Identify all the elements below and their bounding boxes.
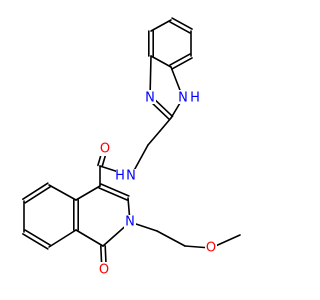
- atom-label-methoxy-o: O: [206, 241, 216, 256]
- bond-q8-r8a: [48, 229, 77, 248]
- atom-label-layer: N N H N H O N O O: [98, 90, 217, 278]
- atom-label-n-imine: N: [145, 91, 155, 106]
- molecule-structure-diagram: N N H N H O N O O: [22, 17, 241, 278]
- bond-b4-b5: [150, 55, 172, 68]
- bond-r4-r3-line2: [100, 183, 130, 197]
- bond-q5-q6-line1: [22, 182, 49, 200]
- bond-r1-r8a: [75, 229, 104, 247]
- bond-b3-b4-line1: [169, 53, 191, 66]
- bond-e1-e2: [156, 230, 186, 247]
- atom-label-amide-o: O: [100, 142, 110, 157]
- bond-layer: [22, 17, 241, 269]
- bond-r4a-q5: [48, 184, 77, 201]
- bond-ch2b-ch2a: [147, 130, 161, 146]
- bond-q7-q8-line2: [24, 229, 51, 246]
- bond-b1-b2-line2: [171, 17, 193, 30]
- bond-im_c-ch2b: [159, 117, 172, 132]
- bond-q7-q8-line1: [22, 233, 49, 250]
- atom-label-n-pyrrole-hydrogen: H: [190, 91, 200, 106]
- atom-label-amide-n: N: [126, 169, 136, 184]
- bond-q5-q6-line2: [24, 186, 51, 204]
- atom-label-n-pyrrole: N: [178, 91, 188, 106]
- bond-b3-b4-line2: [171, 57, 193, 70]
- bond-r4a-r4: [75, 185, 101, 201]
- bond-b6-b1: [150, 19, 172, 32]
- atom-label-ring-n: N: [125, 215, 135, 230]
- atom-label-amide-hydrogen: H: [115, 169, 125, 184]
- bond-r4-r3-line1: [98, 187, 128, 201]
- bond-b1-b2-line1: [169, 21, 191, 34]
- atom-label-carbonyl-o: O: [99, 263, 109, 278]
